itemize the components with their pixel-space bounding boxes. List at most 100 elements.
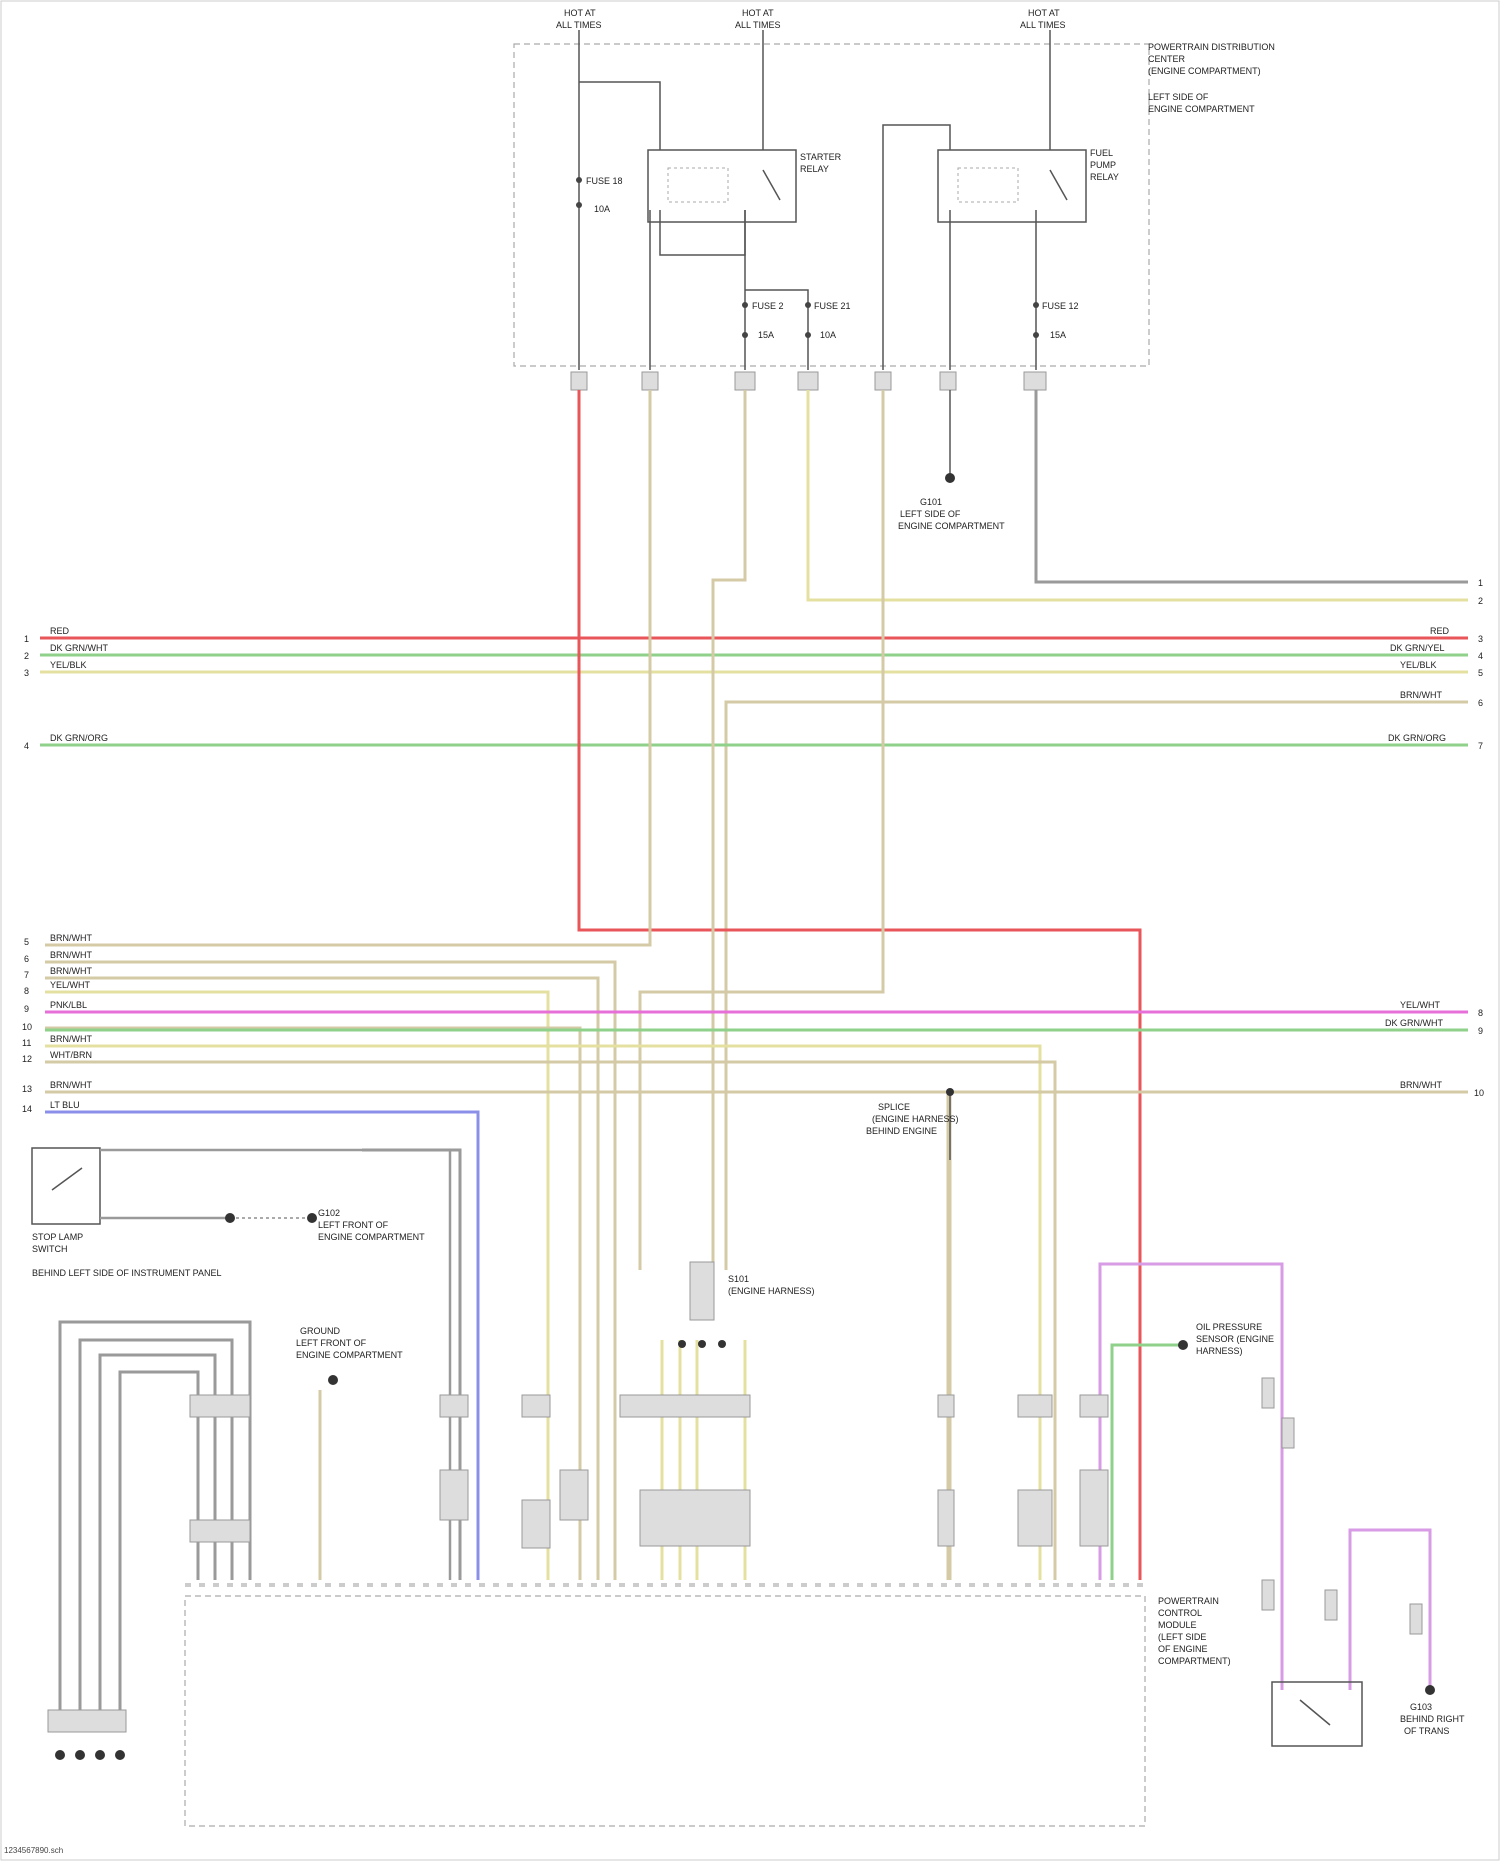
splice-behind-engine: SPLICE (ENGINE HARNESS) BEHIND ENGINE — [866, 1088, 959, 1160]
svg-text:9: 9 — [24, 1004, 29, 1014]
svg-text:LT BLU: LT BLU — [50, 1100, 80, 1110]
svg-text:6: 6 — [1478, 698, 1483, 708]
svg-text:DK GRN/WHT: DK GRN/WHT — [50, 643, 108, 653]
svg-text:(ENGINE HARNESS): (ENGINE HARNESS) — [872, 1114, 959, 1124]
svg-text:2: 2 — [1478, 596, 1483, 606]
svg-text:BEHIND LEFT SIDE OF INSTRUMENT: BEHIND LEFT SIDE OF INSTRUMENT PANEL — [32, 1268, 222, 1278]
svg-text:DK GRN/ORG: DK GRN/ORG — [50, 733, 108, 743]
svg-text:LEFT SIDE OF: LEFT SIDE OF — [1148, 92, 1209, 102]
svg-text:10: 10 — [1474, 1088, 1484, 1098]
fuse-2: FUSE 2 15A — [742, 301, 784, 340]
svg-text:G103: G103 — [1410, 1702, 1432, 1712]
stop-lamp-switch: STOP LAMP SWITCH BEHIND LEFT SIDE OF INS… — [32, 1148, 450, 1580]
svg-text:LEFT FRONT OF: LEFT FRONT OF — [318, 1220, 389, 1230]
wire-labels-left: RED DK GRN/WHT YEL/BLK DK GRN/ORG — [50, 626, 108, 743]
svg-text:ENGINE COMPARTMENT: ENGINE COMPARTMENT — [296, 1350, 403, 1360]
svg-text:5: 5 — [1478, 668, 1483, 678]
svg-text:PNK/LBL: PNK/LBL — [50, 1000, 87, 1010]
svg-text:3: 3 — [24, 668, 29, 678]
power-source-2: HOT AT ALL TIMES — [735, 8, 781, 30]
svg-text:DK GRN/ORG: DK GRN/ORG — [1388, 733, 1446, 743]
svg-text:FUSE 12: FUSE 12 — [1042, 301, 1079, 311]
pcm-connectors — [48, 1378, 1422, 1732]
wire-labels-bottom-left: BRN/WHT BRN/WHT BRN/WHT YEL/WHT PNK/LBL … — [50, 933, 92, 1110]
fuse-21: FUSE 21 10A — [805, 301, 851, 340]
svg-text:ENGINE COMPARTMENT: ENGINE COMPARTMENT — [898, 521, 1005, 531]
svg-text:SPLICE: SPLICE — [878, 1102, 910, 1112]
svg-text:POWERTRAIN: POWERTRAIN — [1158, 1596, 1219, 1606]
svg-text:5: 5 — [24, 937, 29, 947]
svg-text:3: 3 — [1478, 634, 1483, 644]
svg-text:7: 7 — [1478, 741, 1483, 751]
svg-text:CENTER: CENTER — [1148, 54, 1186, 64]
svg-text:G102: G102 — [318, 1208, 340, 1218]
svg-text:COMPARTMENT): COMPARTMENT) — [1158, 1656, 1231, 1666]
svg-text:ENGINE COMPARTMENT: ENGINE COMPARTMENT — [318, 1232, 425, 1242]
svg-text:(ENGINE HARNESS): (ENGINE HARNESS) — [728, 1286, 815, 1296]
svg-text:YEL/BLK: YEL/BLK — [1400, 660, 1437, 670]
svg-text:4: 4 — [24, 741, 29, 751]
svg-text:11: 11 — [22, 1038, 31, 1048]
svg-text:BRN/WHT: BRN/WHT — [1400, 1080, 1442, 1090]
svg-text:10A: 10A — [820, 330, 836, 340]
main-wires — [40, 390, 1468, 1720]
svg-text:FUSE 21: FUSE 21 — [814, 301, 851, 311]
fuse-18: FUSE 18 10A — [576, 176, 623, 214]
svg-text:SWITCH: SWITCH — [32, 1244, 68, 1254]
svg-text:MODULE: MODULE — [1158, 1620, 1197, 1630]
right-switch-component: G103 BEHIND RIGHT OF TRANS — [1272, 1682, 1465, 1746]
ground-g102: G102 LEFT FRONT OF ENGINE COMPARTMENT — [318, 1208, 425, 1242]
ground-g101: G101 LEFT SIDE OF ENGINE COMPARTMENT — [898, 390, 1005, 531]
svg-text:HOT AT: HOT AT — [1028, 8, 1060, 18]
svg-text:OF ENGINE: OF ENGINE — [1158, 1644, 1208, 1654]
svg-text:BRN/WHT: BRN/WHT — [50, 1080, 92, 1090]
power-source-1: HOT AT ALL TIMES — [556, 8, 602, 30]
svg-text:YEL/BLK: YEL/BLK — [50, 660, 87, 670]
svg-text:ALL TIMES: ALL TIMES — [735, 20, 781, 30]
pcm-module: POWERTRAIN CONTROL MODULE (LEFT SIDE OF … — [185, 1585, 1231, 1826]
svg-text:ALL TIMES: ALL TIMES — [556, 20, 602, 30]
svg-text:DK GRN/YEL: DK GRN/YEL — [1390, 643, 1445, 653]
fuse-12: FUSE 12 15A — [1033, 301, 1079, 340]
svg-text:RELAY: RELAY — [1090, 172, 1119, 182]
connector-numbers-right: 1 2 3 4 5 6 7 8 9 10 — [1474, 578, 1484, 1098]
svg-text:FUSE 2: FUSE 2 — [752, 301, 784, 311]
svg-text:10A: 10A — [594, 204, 610, 214]
svg-text:BEHIND RIGHT: BEHIND RIGHT — [1400, 1714, 1465, 1724]
svg-text:FUSE 18: FUSE 18 — [586, 176, 623, 186]
svg-text:1: 1 — [24, 634, 29, 644]
svg-text:BRN/WHT: BRN/WHT — [1400, 690, 1442, 700]
svg-text:CONTROL: CONTROL — [1158, 1608, 1202, 1618]
svg-text:OIL PRESSURE: OIL PRESSURE — [1196, 1322, 1262, 1332]
svg-text:DK GRN/WHT: DK GRN/WHT — [1385, 1018, 1443, 1028]
svg-text:LEFT FRONT OF: LEFT FRONT OF — [296, 1338, 367, 1348]
svg-text:OF TRANS: OF TRANS — [1404, 1726, 1449, 1736]
svg-text:STARTER: STARTER — [800, 152, 842, 162]
svg-text:HOT AT: HOT AT — [742, 8, 774, 18]
svg-text:FUEL: FUEL — [1090, 148, 1113, 158]
svg-text:BRN/WHT: BRN/WHT — [50, 1034, 92, 1044]
svg-text:6: 6 — [24, 954, 29, 964]
svg-text:POWERTRAIN DISTRIBUTION: POWERTRAIN DISTRIBUTION — [1148, 42, 1275, 52]
svg-text:RED: RED — [1430, 626, 1450, 636]
power-source-3: HOT AT ALL TIMES — [1020, 8, 1066, 30]
svg-text:BRN/WHT: BRN/WHT — [50, 966, 92, 976]
svg-text:ENGINE COMPARTMENT: ENGINE COMPARTMENT — [1148, 104, 1255, 114]
svg-text:12: 12 — [22, 1054, 32, 1064]
svg-text:BRN/WHT: BRN/WHT — [50, 950, 92, 960]
svg-text:HOT AT: HOT AT — [564, 8, 596, 18]
svg-text:8: 8 — [1478, 1008, 1483, 1018]
pdc-label: POWERTRAIN DISTRIBUTION CENTER (ENGINE C… — [1148, 42, 1275, 114]
svg-text:9: 9 — [1478, 1026, 1483, 1036]
svg-text:14: 14 — [22, 1104, 32, 1114]
svg-text:(LEFT SIDE: (LEFT SIDE — [1158, 1632, 1206, 1642]
svg-text:S101: S101 — [728, 1274, 749, 1284]
svg-text:1: 1 — [1478, 578, 1483, 588]
svg-text:7: 7 — [24, 970, 29, 980]
svg-text:BRN/WHT: BRN/WHT — [50, 933, 92, 943]
svg-text:15A: 15A — [758, 330, 774, 340]
svg-text:RELAY: RELAY — [800, 164, 829, 174]
svg-text:HARNESS): HARNESS) — [1196, 1346, 1243, 1356]
svg-text:G101: G101 — [920, 497, 942, 507]
